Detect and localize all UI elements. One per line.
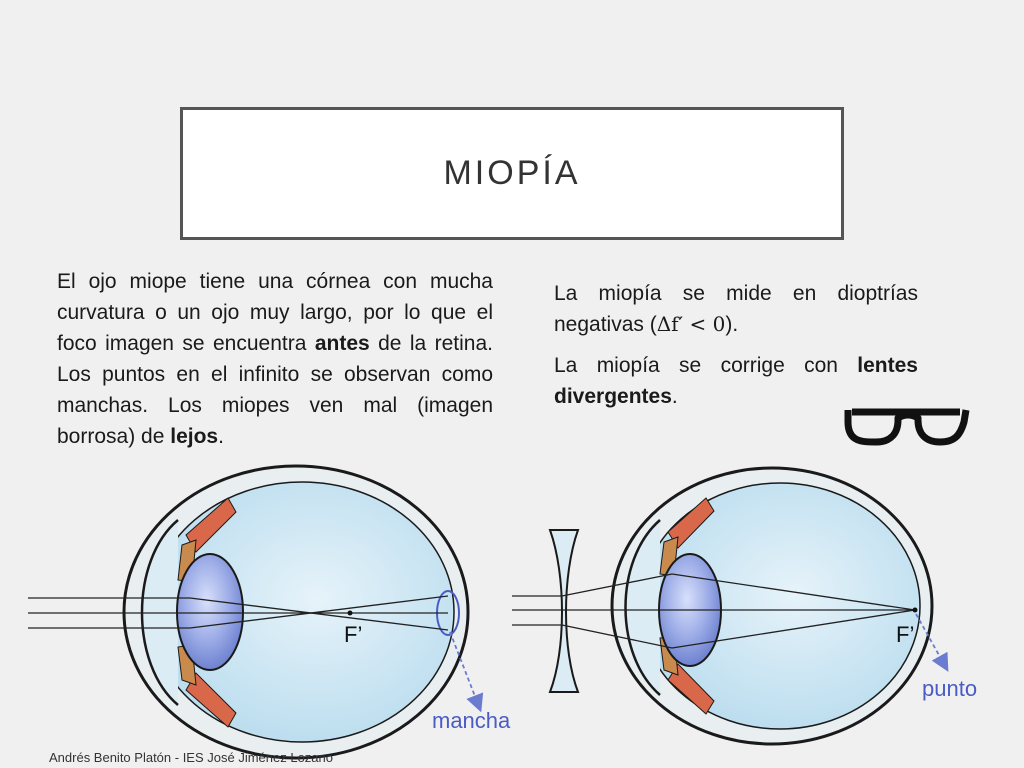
right-ray-1-diverge [561, 573, 673, 597]
diopter-paragraph: La miopía se mide en dioptrías negativas… [554, 278, 918, 340]
desc-bold-antes: antes [314, 332, 370, 355]
left-eye-lens [176, 553, 244, 671]
left-focus-point [347, 610, 353, 616]
right-point-label: punto [922, 676, 977, 701]
myopia-correction-text: La miopía se mide en dioptrías negativas… [554, 278, 918, 422]
diopter-formula: Δf′ < 0 [656, 312, 726, 336]
diverging-lens [548, 529, 580, 693]
desc-text-2: de la retina. Los puntos en el infinito … [57, 332, 493, 448]
right-eye [512, 466, 949, 746]
desc-text-3: . [218, 425, 224, 448]
right-eye-cornea [624, 519, 661, 696]
left-ray-1-converge [189, 597, 449, 631]
left-spot-arrow [449, 631, 484, 713]
left-ray-3-converge [189, 595, 449, 629]
desc-bold-lejos: lejos [170, 425, 219, 448]
myopia-description: El ojo miope tiene una córnea con mucha … [57, 266, 493, 452]
footer-author: Andrés Benito Platón - IES José Jiménez … [49, 750, 333, 765]
right-point-arrow [915, 613, 949, 672]
correction-paragraph: La miopía se corrige con lentes divergen… [554, 350, 918, 412]
diopter-text-2: ). [725, 313, 739, 336]
right-focus-point [912, 607, 918, 613]
left-focus-label: F’ [344, 622, 362, 647]
title-box: MIOPÍA [180, 107, 844, 240]
diopter-text-1: La miopía se mide en dioptrías negativas… [554, 282, 918, 336]
left-eye [28, 464, 484, 760]
slide-title: MIOPÍA [443, 154, 581, 192]
correction-text-2: . [671, 385, 678, 408]
right-ray-1-converge [671, 573, 916, 611]
right-ray-3-converge [671, 609, 916, 649]
desc-text-1: El ojo miope tiene una córnea con mucha … [57, 270, 493, 355]
glasses-icon [844, 408, 970, 446]
correction-bold-lenses: lentes divergentes [554, 354, 918, 408]
left-spot-label: mancha [432, 708, 511, 733]
right-focus-label: F’ [896, 622, 914, 647]
right-ray-3-diverge [561, 624, 673, 649]
correction-text-1: La miopía se corrige con [554, 354, 858, 377]
